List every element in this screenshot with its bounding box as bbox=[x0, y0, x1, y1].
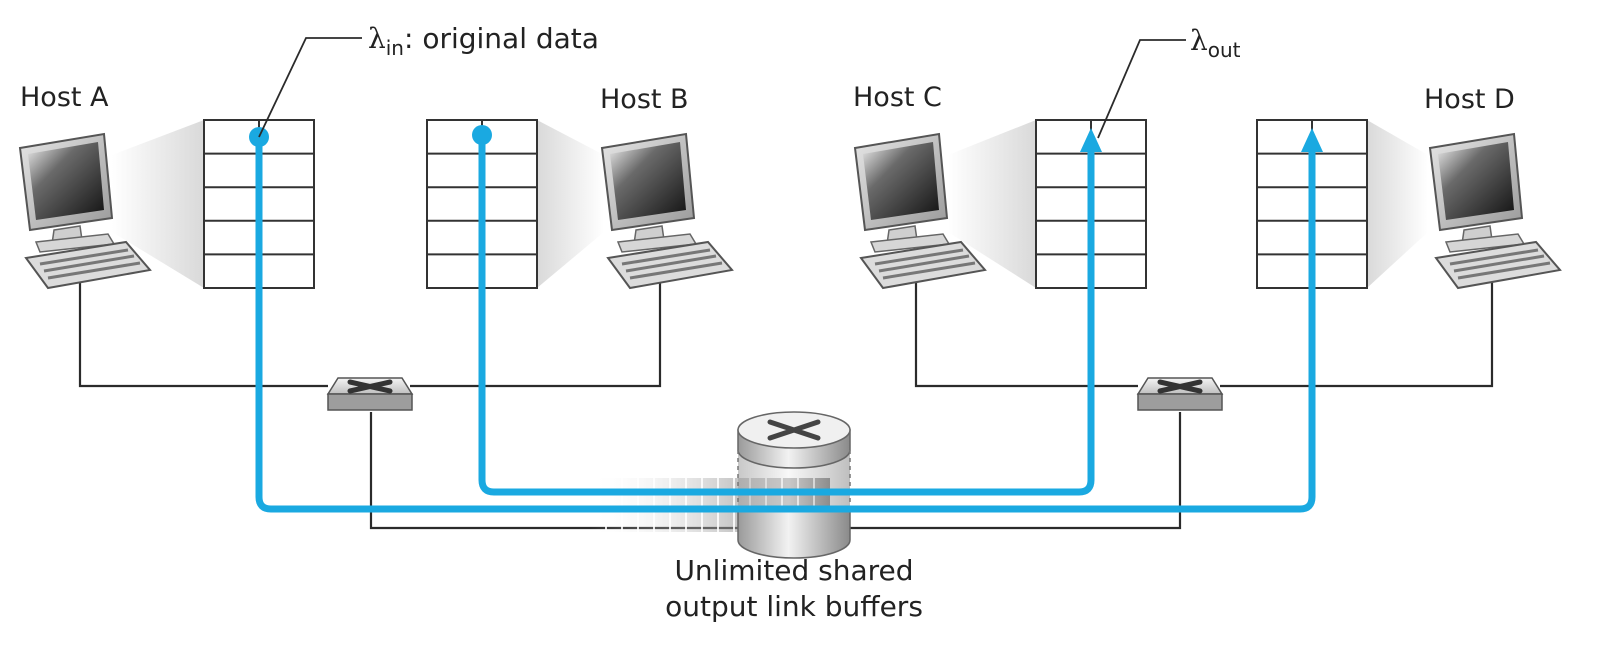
router-caption: Unlimited shared output link buffers bbox=[614, 553, 974, 625]
lambda-in-annotation: λin: original data bbox=[368, 22, 599, 60]
flow-a-to-d bbox=[255, 137, 1316, 513]
flow-arrow-d bbox=[1301, 128, 1323, 152]
router-caption-line-1: Unlimited shared bbox=[674, 554, 914, 587]
buffers bbox=[203, 119, 1368, 289]
host-d-label: Host D bbox=[1424, 84, 1515, 115]
host-c-label: Host C bbox=[853, 82, 942, 113]
lambda-in-symbol: λ bbox=[368, 22, 386, 55]
router-caption-line-2: output link buffers bbox=[665, 590, 923, 623]
switch-icon-left bbox=[328, 378, 412, 410]
computer-icon-host-b bbox=[600, 132, 734, 290]
host-b-label: Host B bbox=[600, 84, 689, 115]
host-a-label: Host A bbox=[20, 82, 109, 113]
buffer-beams bbox=[112, 120, 1428, 288]
flow-markers bbox=[249, 125, 1323, 152]
lambda-out-subscript: out bbox=[1207, 38, 1241, 62]
annotation-leaders bbox=[258, 37, 1186, 139]
computer-icon-host-d bbox=[1428, 132, 1562, 290]
lambda-out-annotation: λout bbox=[1190, 24, 1241, 62]
lambda-in-text: : original data bbox=[403, 22, 599, 55]
flow-paths bbox=[255, 137, 1316, 513]
flow-arrow-c bbox=[1080, 128, 1102, 152]
lambda-out-symbol: λ bbox=[1190, 24, 1208, 57]
flow-b-to-c bbox=[478, 137, 1095, 496]
switch-icon-right bbox=[1138, 378, 1222, 410]
router-icon bbox=[737, 411, 851, 559]
lambda-in-subscript: in bbox=[385, 36, 404, 60]
flow-source-dot-b bbox=[472, 125, 492, 145]
